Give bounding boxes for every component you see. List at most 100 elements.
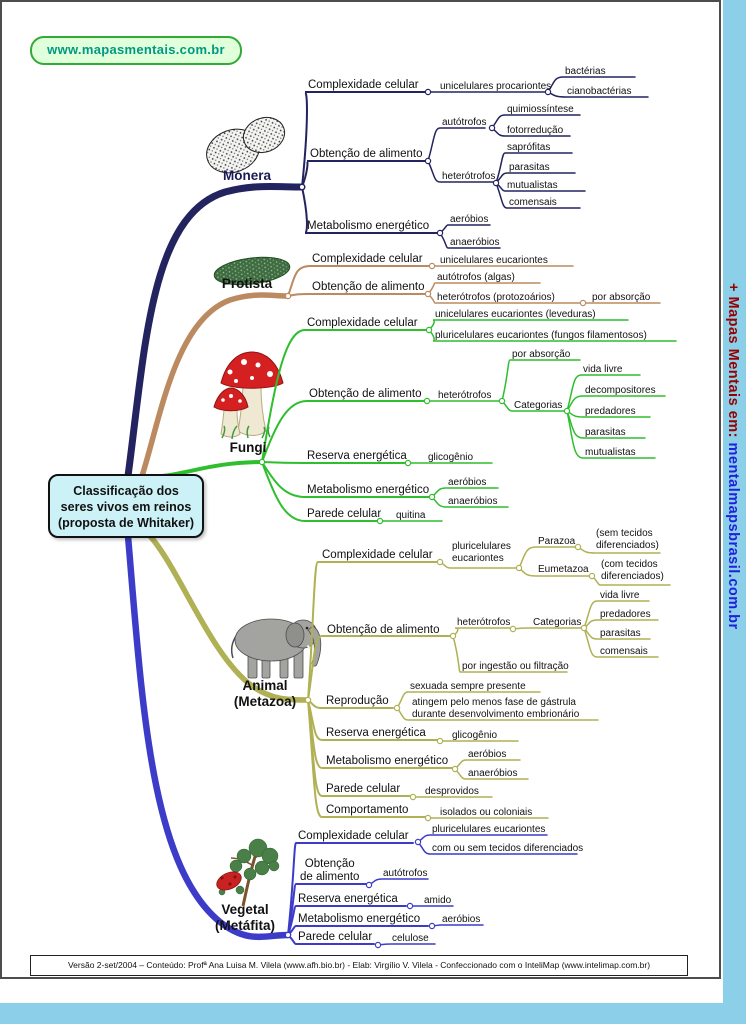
fungi-leaf-predadores: predadores <box>585 406 636 417</box>
side-banner-text: + Mapas Mentais em: mentalmapsbrasil.com… <box>725 283 741 630</box>
monera-bacteria-image <box>206 116 286 174</box>
monera-leaf-anaerobios: anaeróbios <box>450 237 500 248</box>
vegetal-leaf-com-ou-sem: com ou sem tecidos diferenciados <box>432 843 584 854</box>
fungi-leaf-decompositores: decompositores <box>585 385 656 396</box>
animal-trunk-line <box>147 533 311 703</box>
monera-leaf-autotrofos: autótrofos <box>442 117 487 128</box>
vegetal-leaf-autotrofos: autótrofos <box>383 868 428 879</box>
monera-leaf-heterotrofos: heterótrofos <box>442 171 496 182</box>
monera-trunk-line <box>124 182 306 480</box>
animal-leaf-eumetazoa: Eumetazoa <box>538 564 589 575</box>
vegetal-trunk-line <box>124 532 292 941</box>
animal-leaf-heterotrofos: heterótrofos <box>457 617 511 628</box>
protista-trunk-line <box>139 292 291 479</box>
monera-kingdom-label: Monera <box>222 168 271 183</box>
monera-leaf-comensais: comensais <box>509 197 557 208</box>
fungi-leaf-por-absorcao: por absorção <box>512 349 571 360</box>
fungi-topic-obtencao: Obtenção de alimento <box>309 388 422 400</box>
monera-leaf-aerobios: aeróbios <box>450 214 489 225</box>
animal-topic-parede: Parede celular <box>326 783 401 795</box>
page-border-frame <box>0 0 721 979</box>
vegetal-leaf-amido: amido <box>424 895 452 906</box>
side-banner-prefix: + Mapas Mentais em: <box>725 283 741 443</box>
fungi-leaf-anaerobios: anaeróbios <box>448 496 498 507</box>
protista-paramecium-image <box>213 256 291 286</box>
fungi-leaf-quitina: quitina <box>396 510 426 521</box>
animal-leaf-anaerobios: anaeróbios <box>468 768 518 779</box>
monera-leaf-cianobacterias: cianobactérias <box>567 86 632 97</box>
monera-leaf-bacterias: bactérias <box>565 66 606 77</box>
fungi-topic-reserva: Reserva energética <box>307 450 407 462</box>
animal-leaf-parasitas: parasitas <box>600 628 641 639</box>
monera-leaf-parasitas: parasitas <box>509 162 550 173</box>
vegetal-topic-reserva: Reserva energética <box>298 893 398 905</box>
animal-leaf-predadores: predadores <box>600 609 651 620</box>
monera-topic-complexidade: Complexidade celular <box>308 79 419 91</box>
vegetal-kingdom-label: Vegetal (Metáfita) <box>205 902 285 934</box>
fungi-kingdom-label: Fungi <box>229 440 267 455</box>
fungi-leaf-mutualistas: mutualistas <box>585 447 636 458</box>
fungi-leaf-aerobios: aeróbios <box>448 477 487 488</box>
monera-topic-metabolismo: Metabolismo energético <box>307 220 430 232</box>
fungi-topic-complexidade: Complexidade celular <box>307 317 418 329</box>
bottom-blue-band <box>0 1003 746 1024</box>
side-banner-link: mentalmapsbrasil.com.br <box>725 442 741 630</box>
animal-elephant-image <box>231 618 322 679</box>
animal-leaf-isolados: isolados ou coloniais <box>440 807 533 818</box>
protista-leaf-heterotrofos: heterótrofos (protozoários) <box>437 292 555 303</box>
mapasmentais-logo: www.mapasmentais.com.br <box>30 36 242 65</box>
fungi-leaf-leveduras: unicelulares eucariontes (leveduras) <box>435 309 596 320</box>
animal-leaf-categorias: Categorias <box>533 617 582 628</box>
animal-kingdom-label: Animal (Metazoa) <box>225 678 305 710</box>
central-node-line1: Classificação dos <box>73 484 179 498</box>
animal-topic-obtencao: Obtenção de alimento <box>327 624 440 636</box>
animal-kingdom-line1: Animal <box>242 678 288 693</box>
animal-topic-comportamento: Comportamento <box>326 804 409 816</box>
animal-leaf-glicogenio: glicogênio <box>452 730 498 741</box>
animal-leaf-aerobios: aeróbios <box>468 749 507 760</box>
monera-leaf-mutualistas: mutualistas <box>507 180 558 191</box>
central-node: Classificação dos seres vivos em reinos … <box>48 474 204 538</box>
central-node-line3: (proposta de Whitaker) <box>57 516 195 530</box>
animal-leaf-vida-livre: vida livre <box>600 590 640 601</box>
animal-topic-metabolismo: Metabolismo energético <box>326 755 449 767</box>
protista-leaf-por-absorcao: por absorção <box>592 292 651 303</box>
fungi-leaf-heterotrofos: heterótrofos <box>438 390 492 401</box>
animal-leaf-parazoa: Parazoa <box>538 536 576 547</box>
fungi-leaf-vida-livre: vida livre <box>583 364 623 375</box>
fungi-topic-metabolismo: Metabolismo energético <box>307 484 430 496</box>
animal-leaf-comensais: comensais <box>600 646 648 657</box>
vegetal-plant-image <box>216 838 280 907</box>
fungi-topic-parede: Parede celular <box>307 508 382 520</box>
fungi-leaf-categorias: Categorias <box>514 400 563 411</box>
fungi-leaf-filamentosos: pluricelulares eucariontes (fungos filam… <box>435 330 647 341</box>
animal-leaf-sexuada: sexuada sempre presente <box>410 681 526 692</box>
vegetal-topic-parede: Parede celular <box>298 931 373 943</box>
fungi-leaf-parasitas: parasitas <box>585 427 626 438</box>
vegetal-leaf-celulose: celulose <box>392 933 429 944</box>
vegetal-leaf-pluricelulares: pluricelulares eucariontes <box>432 824 546 835</box>
footer-credits: Versão 2-set/2004 – Conteúdo: Profª Ana … <box>30 955 688 976</box>
protista-topic-complexidade: Complexidade celular <box>312 253 423 265</box>
protista-leaf-autotrofos: autótrofos (algas) <box>437 272 515 283</box>
vegetal-topic-complexidade: Complexidade celular <box>298 830 409 842</box>
side-banner: + Mapas Mentais em: mentalmapsbrasil.com… <box>723 0 746 1024</box>
vegetal-kingdom-line2: (Metáfita) <box>215 918 275 933</box>
vegetal-leaf-aerobios: aeróbios <box>442 914 481 925</box>
animal-topic-reserva: Reserva energética <box>326 727 426 739</box>
protista-kingdom-label: Protista <box>221 276 273 291</box>
central-node-line2: seres vivos em reinos <box>60 500 192 514</box>
animal-topic-reproducao: Reprodução <box>326 695 389 707</box>
protista-leaf-unicelulares: unicelulares eucariontes <box>440 255 548 266</box>
monera-topic-obtencao: Obtenção de alimento <box>310 148 423 160</box>
monera-leaf-quimiossintese: quimiossíntese <box>507 104 574 115</box>
fungi-mushroom-image <box>213 351 284 440</box>
protista-topic-obtencao: Obtenção de alimento <box>312 281 425 293</box>
monera-leaf-unicelulares: unicelulares procariontes <box>440 81 552 92</box>
